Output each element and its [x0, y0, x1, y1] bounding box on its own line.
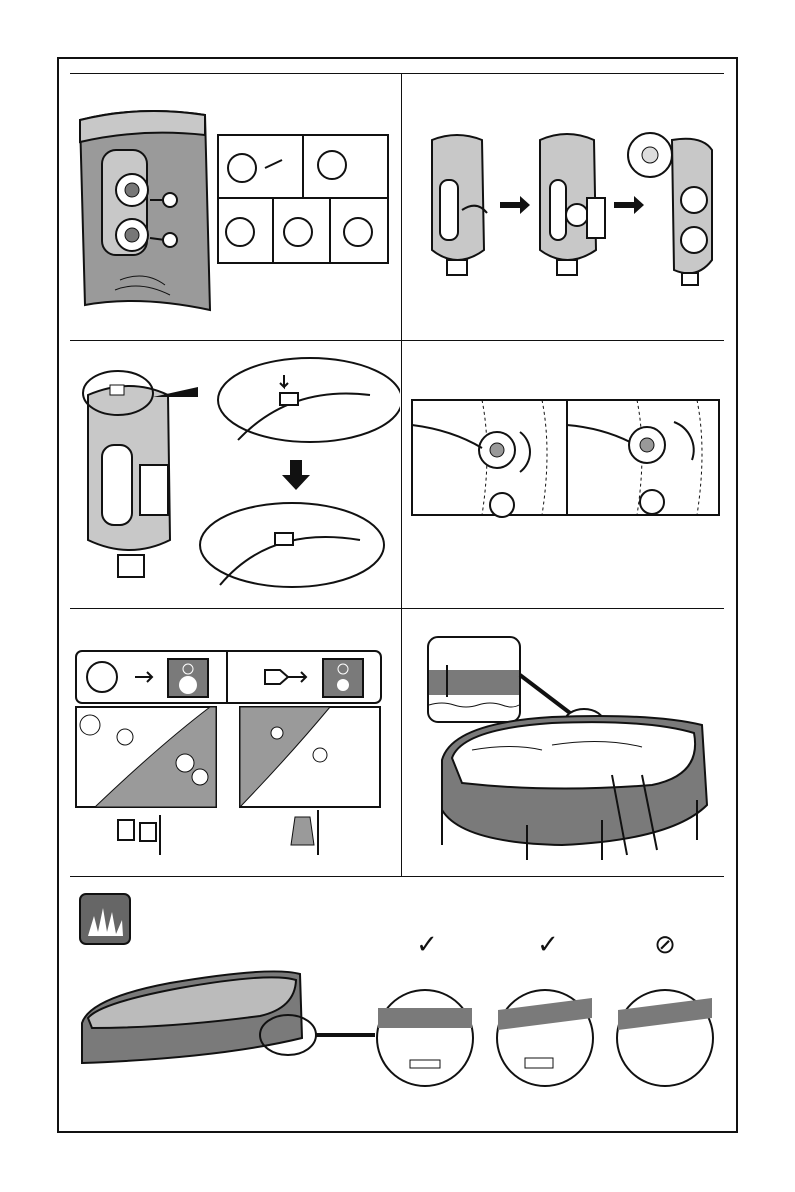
check-icon-placement-ok-2: ✓ [533, 930, 563, 960]
panel-step-2 [402, 110, 724, 330]
divider-top [70, 73, 724, 74]
prohibited-icon-placement: ⊘ [650, 930, 680, 960]
air-valve-illustration [70, 355, 400, 600]
panel-step-4 [402, 380, 724, 525]
panel-step-1 [70, 90, 400, 330]
return-fittings-illustration [70, 90, 400, 330]
divider-row-3 [70, 608, 724, 609]
water-level-illustration [402, 625, 724, 865]
panel-step-5 [70, 645, 400, 860]
fittings-illustration [70, 645, 400, 860]
pump-cover-illustration [402, 110, 724, 330]
divider-row-4 [70, 876, 724, 877]
divider-row-2 [70, 340, 724, 341]
panel-step-3 [70, 355, 400, 600]
ground-placement-illustration [70, 888, 724, 1088]
panel-step-7 [70, 888, 724, 1088]
panel-step-6 [402, 625, 724, 865]
check-icon-placement-ok-1: ✓ [412, 930, 442, 960]
strainer-illustration [402, 380, 724, 525]
